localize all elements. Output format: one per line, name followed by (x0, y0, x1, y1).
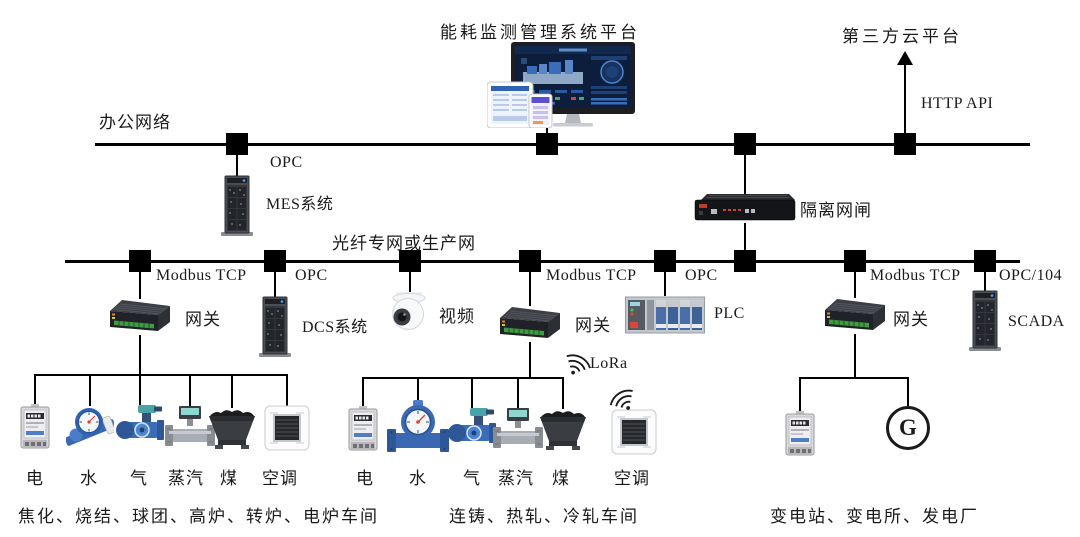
plc-label: PLC (714, 305, 745, 322)
platform-dashboard-icon (487, 42, 642, 128)
dcs-drop-line (274, 261, 276, 298)
group1-drop-3 (139, 374, 141, 406)
gateway1-icon (106, 297, 172, 337)
production-network-bus (65, 260, 1020, 263)
group1-device-label: 电 (26, 469, 44, 488)
group1-drop-6 (286, 374, 288, 406)
group1-device-label: 煤 (220, 469, 238, 488)
electric-meter-icon (784, 411, 816, 459)
mes-server-icon (218, 175, 256, 237)
group2-device-label: 蒸汽 (498, 469, 534, 488)
gateway3-icon (821, 296, 887, 336)
mes-protocol-label: OPC (270, 154, 303, 171)
air-conditioner-icon (611, 409, 657, 455)
group2-caption: 连铸、热轧、冷轧车间 (449, 507, 639, 526)
gateway2-drop-line (529, 261, 531, 306)
group1-drop-5 (231, 374, 233, 408)
water-meter-large-icon (387, 399, 449, 459)
group2-drop-3 (471, 377, 473, 408)
group2-device-label: 气 (463, 469, 481, 488)
group2-drop-2 (417, 377, 419, 402)
gateway2-label: 网关 (575, 316, 611, 335)
gateway3-protocol-label: Modbus TCP (870, 267, 961, 284)
group2-device-label: 空调 (614, 469, 650, 488)
mes-link-line (236, 144, 238, 176)
gateway1-feed-line (139, 335, 141, 375)
isolation-gateway-label: 隔离网闸 (800, 201, 872, 220)
dcs-label: DCS系统 (302, 319, 368, 336)
scada-protocol-label: OPC/104 (999, 267, 1063, 284)
cloud-platform-title: 第三方云平台 (842, 27, 962, 46)
production-network-label: 光纤专网或生产网 (332, 234, 476, 253)
generator-symbol: G (886, 406, 930, 450)
gateway2-feed-line (529, 342, 531, 378)
plc-drop-line (664, 261, 666, 296)
gateway1-label: 网关 (185, 310, 221, 329)
group1-drop-1 (34, 374, 36, 406)
page-title: 能耗监测管理系统平台 (440, 23, 640, 42)
scada-drop-line (984, 261, 986, 292)
wireless-signal-icon (607, 383, 635, 411)
group1-device-label: 蒸汽 (168, 469, 204, 488)
scada-label: SCADA (1008, 313, 1065, 330)
gateway1-protocol-label: Modbus TCP (156, 267, 247, 284)
office-network-bus (95, 143, 1030, 146)
scada-server-icon (966, 290, 1004, 352)
group2-drop-4 (517, 377, 519, 408)
group3-drop-1 (799, 377, 801, 413)
gas-meter-icon (114, 404, 166, 452)
group3-branch-line (799, 377, 909, 379)
camera-label: 视频 (439, 307, 475, 326)
http-api-label: HTTP API (921, 95, 994, 112)
office-network-label: 办公网络 (99, 113, 171, 132)
gateway2-icon (496, 304, 562, 344)
mes-label: MES系统 (266, 196, 334, 213)
bus-tap-platform (536, 133, 558, 155)
gateway3-feed-line (854, 334, 856, 378)
electric-meter-icon (19, 404, 51, 452)
air-conditioner-icon (264, 405, 310, 451)
group1-caption: 焦化、烧结、球团、高炉、转炉、电炉车间 (18, 507, 379, 526)
gateway3-label: 网关 (893, 310, 929, 329)
coal-hopper-icon (538, 408, 588, 452)
group1-drop-4 (189, 374, 191, 406)
camera-icon (384, 290, 434, 332)
isolation-gateway-icon (693, 193, 797, 223)
group1-drop-2 (89, 374, 91, 406)
cloud-arrow-icon (897, 51, 913, 65)
group1-device-label: 水 (80, 469, 98, 488)
group1-device-label: 空调 (262, 469, 298, 488)
gateway3-drop-line (854, 261, 856, 298)
dcs-protocol-label: OPC (295, 267, 328, 284)
lora-label: LoRa (590, 355, 628, 372)
group2-device-label: 煤 (552, 469, 570, 488)
bus-tap-cloud (894, 133, 916, 155)
group1-branch-line (34, 374, 288, 376)
water-meter-icon (66, 402, 114, 454)
dcs-server-icon (256, 296, 294, 358)
group2-device-label: 电 (356, 469, 374, 488)
gateway2-protocol-label: Modbus TCP (546, 267, 637, 284)
isolation-lower-line (744, 223, 746, 261)
plc-icon (625, 294, 705, 336)
bus-tap-isolation-bottom (734, 250, 756, 272)
group2-drop-1 (362, 377, 364, 408)
group1-device-label: 气 (130, 469, 148, 488)
group2-drop-5 (562, 377, 564, 409)
gateway1-drop-line (139, 261, 141, 299)
gas-meter-icon (446, 407, 498, 455)
coal-hopper-icon (207, 407, 257, 451)
isolation-upper-line (744, 144, 746, 194)
electric-meter-icon (347, 406, 379, 454)
cloud-link-line (904, 64, 906, 144)
group2-branch-line (362, 377, 564, 379)
plc-protocol-label: OPC (685, 267, 718, 284)
group3-caption: 变电站、变电所、发电厂 (770, 507, 979, 526)
camera-drop-line (409, 261, 411, 292)
steam-meter-icon (492, 407, 544, 453)
group2-device-label: 水 (409, 469, 427, 488)
group3-drop-2 (907, 377, 909, 408)
